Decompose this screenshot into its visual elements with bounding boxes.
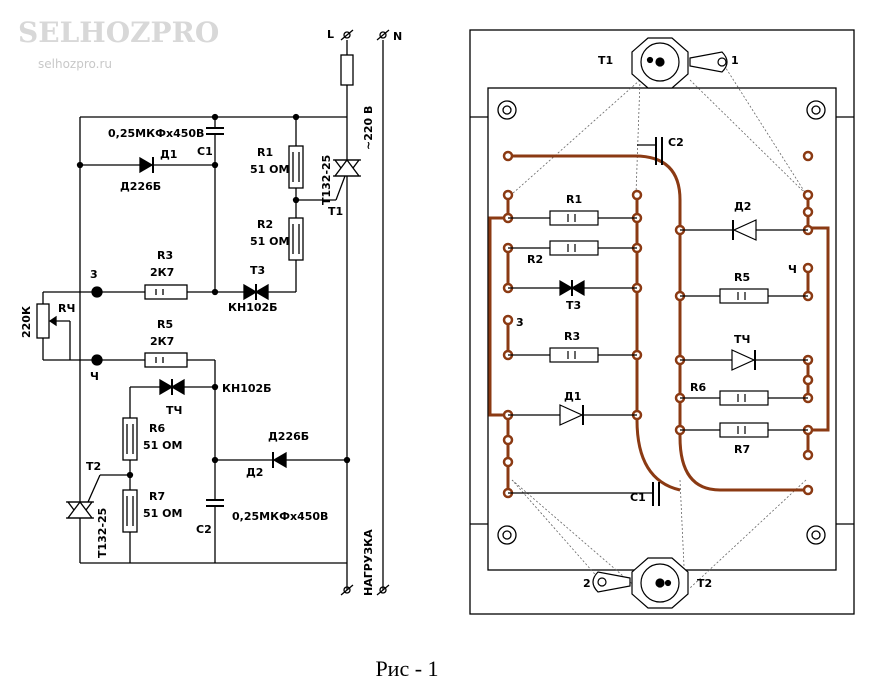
t2-triac <box>66 474 130 520</box>
mains-label: ~220 В <box>362 106 375 150</box>
jumper-wires <box>511 61 807 589</box>
board-t1-pin: 1 <box>731 54 739 67</box>
c2-name: C2 <box>196 523 212 536</box>
c1-name: C1 <box>197 145 213 158</box>
t1-triac <box>333 158 361 201</box>
t4-dinistor <box>159 378 185 396</box>
schematic <box>36 29 390 596</box>
board-r3-label: R3 <box>564 330 580 343</box>
r1-name: R1 <box>257 146 273 159</box>
r6-name: R6 <box>149 422 165 435</box>
board-d2-label: Д2 <box>734 200 751 213</box>
t1-package <box>631 37 728 89</box>
node-3-label: 3 <box>90 268 98 281</box>
r2-value: 51 ОМ <box>250 235 289 248</box>
load-label: НАГРУЗКА <box>362 529 375 596</box>
board-r7-label: R7 <box>734 443 750 456</box>
r5-name: R5 <box>157 318 173 331</box>
d2-name: Д2 <box>246 466 263 479</box>
line-l-wire <box>340 29 354 596</box>
board-t2-label: T2 <box>697 577 712 590</box>
terminal-n-label: N <box>393 30 402 43</box>
board-c1-label: C1 <box>630 491 646 504</box>
neutral-wire <box>376 29 390 596</box>
fuse <box>340 54 354 86</box>
schematic-labels: L N ~220 В НАГРУЗКА 0,25МКФх450В C1 Д1 Д… <box>20 28 402 596</box>
r3-resistor <box>144 284 188 300</box>
r4-name: RЧ <box>58 302 75 315</box>
figure-caption: Рис - 1 <box>375 656 438 681</box>
r7-name: R7 <box>149 490 165 503</box>
watermark: SELHOZPRO selhozpro.ru <box>18 16 219 71</box>
t4-name: TЧ <box>166 404 182 417</box>
board-c2-label: C2 <box>668 136 684 149</box>
board-pad3-label: 3 <box>516 316 524 329</box>
c2-value: 0,25МКФх450В <box>232 510 328 523</box>
r3-name: R3 <box>157 249 173 262</box>
c1-value: 0,25МКФх450В <box>108 127 204 140</box>
d1-type: Д226Б <box>120 180 161 193</box>
board-pad4-label: Ч <box>788 263 797 276</box>
terminal-l-label: L <box>327 28 334 41</box>
r4-potentiometer <box>36 291 97 361</box>
board-t4-label: TЧ <box>734 333 750 346</box>
t2-package <box>592 557 689 609</box>
t3-name: T3 <box>250 264 265 277</box>
r1-value: 51 ОМ <box>250 163 289 176</box>
r2-resistor <box>288 217 304 261</box>
c2-capacitor <box>206 499 224 563</box>
r6-value: 51 ОМ <box>143 439 182 452</box>
r2-name: R2 <box>257 218 273 231</box>
r1-resistor <box>288 145 304 189</box>
watermark-site: selhozpro.ru <box>38 57 112 71</box>
t3-dinistor <box>243 283 269 301</box>
board-labels: T1 1 T2 2 C2 C1 R1 R2 T3 R3 3 Д1 Д2 R5 Ч… <box>516 54 797 590</box>
t2-name: T2 <box>86 460 101 473</box>
board-components <box>508 137 808 506</box>
node-4-label: Ч <box>90 370 99 383</box>
t3-type: КН102Б <box>228 301 278 314</box>
r5-resistor <box>144 352 188 368</box>
t1-type: T132-25 <box>320 155 333 205</box>
d1-diode <box>80 156 215 174</box>
t1-name: T1 <box>328 205 343 218</box>
board-r2-label: R2 <box>527 253 543 266</box>
r5-value: 2К7 <box>150 335 174 348</box>
watermark-brand: SELHOZPRO <box>18 16 219 49</box>
board-r6-label: R6 <box>690 381 706 394</box>
r7-value: 51 ОМ <box>143 507 182 520</box>
board-t2-pin: 2 <box>583 577 591 590</box>
board-t3-label: T3 <box>566 299 581 312</box>
d2-type: Д226Б <box>268 430 309 443</box>
r4-value: 220К <box>20 306 33 338</box>
r7-resistor <box>122 489 138 533</box>
r6-resistor <box>122 417 138 461</box>
board-t1-label: T1 <box>598 54 613 67</box>
board-d1-label: Д1 <box>564 390 581 403</box>
board-r1-label: R1 <box>566 193 582 206</box>
r3-value: 2К7 <box>150 266 174 279</box>
heatsink-outline <box>469 29 855 615</box>
d2-diode <box>272 451 287 469</box>
t4-type: КН102Б <box>222 382 272 395</box>
d1-name: Д1 <box>160 148 177 161</box>
pcb-layout: T1 1 T2 2 C2 C1 R1 R2 T3 R3 3 Д1 Д2 R5 Ч… <box>469 29 855 615</box>
board-r5-label: R5 <box>734 271 750 284</box>
t2-type: T132-25 <box>96 508 109 558</box>
c1-capacitor <box>206 117 224 292</box>
